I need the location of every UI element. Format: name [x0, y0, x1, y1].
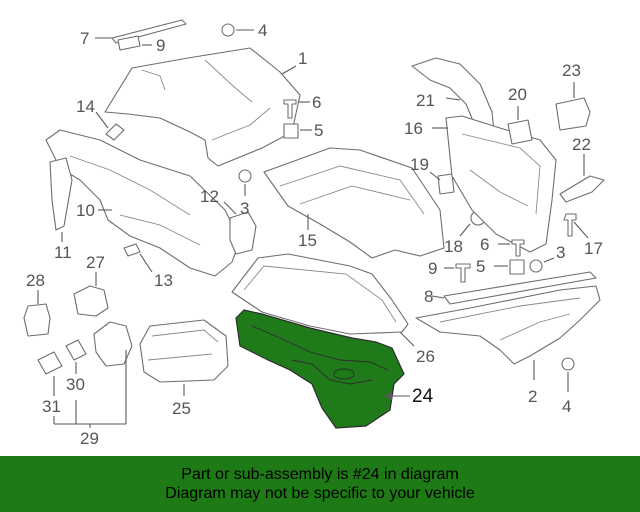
- part-13-bolt[interactable]: [123, 243, 141, 257]
- part-12-bracket[interactable]: [229, 211, 257, 255]
- part-31-connector[interactable]: [37, 351, 63, 375]
- banner-line-disclaimer: Diagram may not be specific to your vehi…: [165, 485, 475, 502]
- part-16-side-panel[interactable]: [445, 115, 557, 253]
- callout-23: 23: [562, 61, 581, 80]
- part-4-grommet-top[interactable]: [221, 23, 235, 37]
- callout-6: 6: [480, 235, 489, 254]
- part-3-plug-right[interactable]: [529, 259, 543, 273]
- part-26-floor-board[interactable]: [231, 253, 409, 335]
- part-19-clip[interactable]: [437, 173, 455, 195]
- part-11-bracket[interactable]: [49, 157, 73, 231]
- part-27-lamp[interactable]: [73, 285, 109, 317]
- callout-3: 3: [556, 243, 565, 262]
- callout-19: 19: [410, 155, 429, 174]
- callout-18: 18: [444, 237, 463, 256]
- part-6-bolt-lower[interactable]: [511, 239, 525, 257]
- part-20-block[interactable]: [507, 119, 533, 145]
- part-9-clip[interactable]: [117, 35, 141, 51]
- callout-7: 7: [80, 29, 89, 48]
- part-15-floor-cover[interactable]: [263, 147, 445, 259]
- callout-4: 4: [562, 397, 571, 416]
- callout-12: 12: [200, 187, 219, 206]
- part-5-clip-upper[interactable]: [283, 123, 299, 139]
- callout-8: 8: [424, 287, 433, 306]
- part-6-bolt-upper[interactable]: [283, 99, 297, 119]
- notice-banner: Part or sub-assembly is #24 in diagram D…: [0, 456, 640, 512]
- callout-4: 4: [258, 21, 267, 40]
- callout-17: 17: [584, 239, 603, 258]
- callout-1: 1: [298, 49, 307, 68]
- banner-line-part-note: Part or sub-assembly is #24 in diagram: [181, 466, 459, 483]
- part-28-lock-cylinder[interactable]: [23, 303, 51, 337]
- callout-5: 5: [476, 257, 485, 276]
- callout-26: 26: [416, 347, 435, 366]
- callout-25: 25: [172, 399, 191, 418]
- callout-3: 3: [240, 199, 249, 218]
- part-25-storage-tray[interactable]: [139, 319, 229, 383]
- callout-6: 6: [312, 93, 321, 112]
- part-4-grommet-lower[interactable]: [561, 357, 575, 371]
- callout-30: 30: [66, 375, 85, 394]
- callout-5: 5: [314, 121, 323, 140]
- part-3-plug-left[interactable]: [238, 169, 252, 183]
- part-10-side-trim[interactable]: [45, 129, 241, 277]
- part-5-clip-lower[interactable]: [509, 259, 525, 275]
- part-14-clip[interactable]: [105, 123, 125, 141]
- callout-31: 31: [42, 397, 61, 416]
- callout-29: 29: [80, 429, 99, 448]
- part-29-actuator[interactable]: [93, 321, 133, 367]
- part-9-clip-lower[interactable]: [455, 263, 471, 283]
- callout-28: 28: [26, 271, 45, 290]
- parts-diagram: 1 2 3 3 4 4 5 5 6 6 7 8 9 9 10 11 12 13 …: [23, 19, 605, 448]
- part-1-shelf-trim[interactable]: [104, 47, 301, 167]
- callout-10: 10: [76, 201, 95, 220]
- callout-21: 21: [416, 91, 435, 110]
- part-2-sill-panel[interactable]: [415, 285, 601, 365]
- callout-15: 15: [298, 231, 317, 250]
- callout-2: 2: [528, 387, 537, 406]
- part-17-bolt[interactable]: [563, 213, 577, 237]
- part-8-sill-strip[interactable]: [443, 271, 597, 305]
- callout-9: 9: [428, 259, 437, 278]
- callout-20: 20: [508, 85, 527, 104]
- callout-24: 24: [412, 386, 434, 407]
- callout-13: 13: [154, 271, 173, 290]
- callout-9: 9: [156, 36, 165, 55]
- callout-11: 11: [54, 243, 72, 262]
- callout-14: 14: [76, 97, 95, 116]
- part-22-handle[interactable]: [559, 175, 605, 203]
- part-30-switch[interactable]: [65, 339, 87, 361]
- callout-16: 16: [404, 119, 423, 138]
- part-23-module[interactable]: [555, 97, 591, 131]
- callout-22: 22: [572, 135, 591, 154]
- callout-27: 27: [86, 253, 105, 272]
